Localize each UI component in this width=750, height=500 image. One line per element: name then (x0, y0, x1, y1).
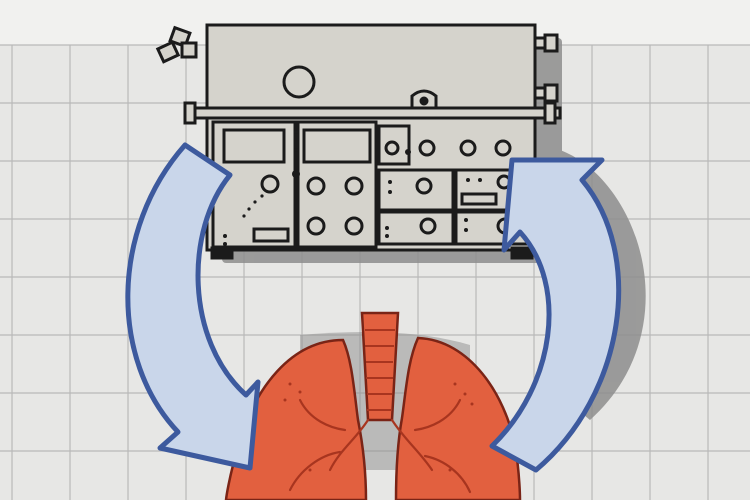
ventilator-machine-icon (155, 23, 562, 260)
arrow-to-lungs-icon (125, 142, 261, 471)
arrow-to-machine-icon (489, 157, 622, 473)
lungs-icon (224, 311, 522, 500)
